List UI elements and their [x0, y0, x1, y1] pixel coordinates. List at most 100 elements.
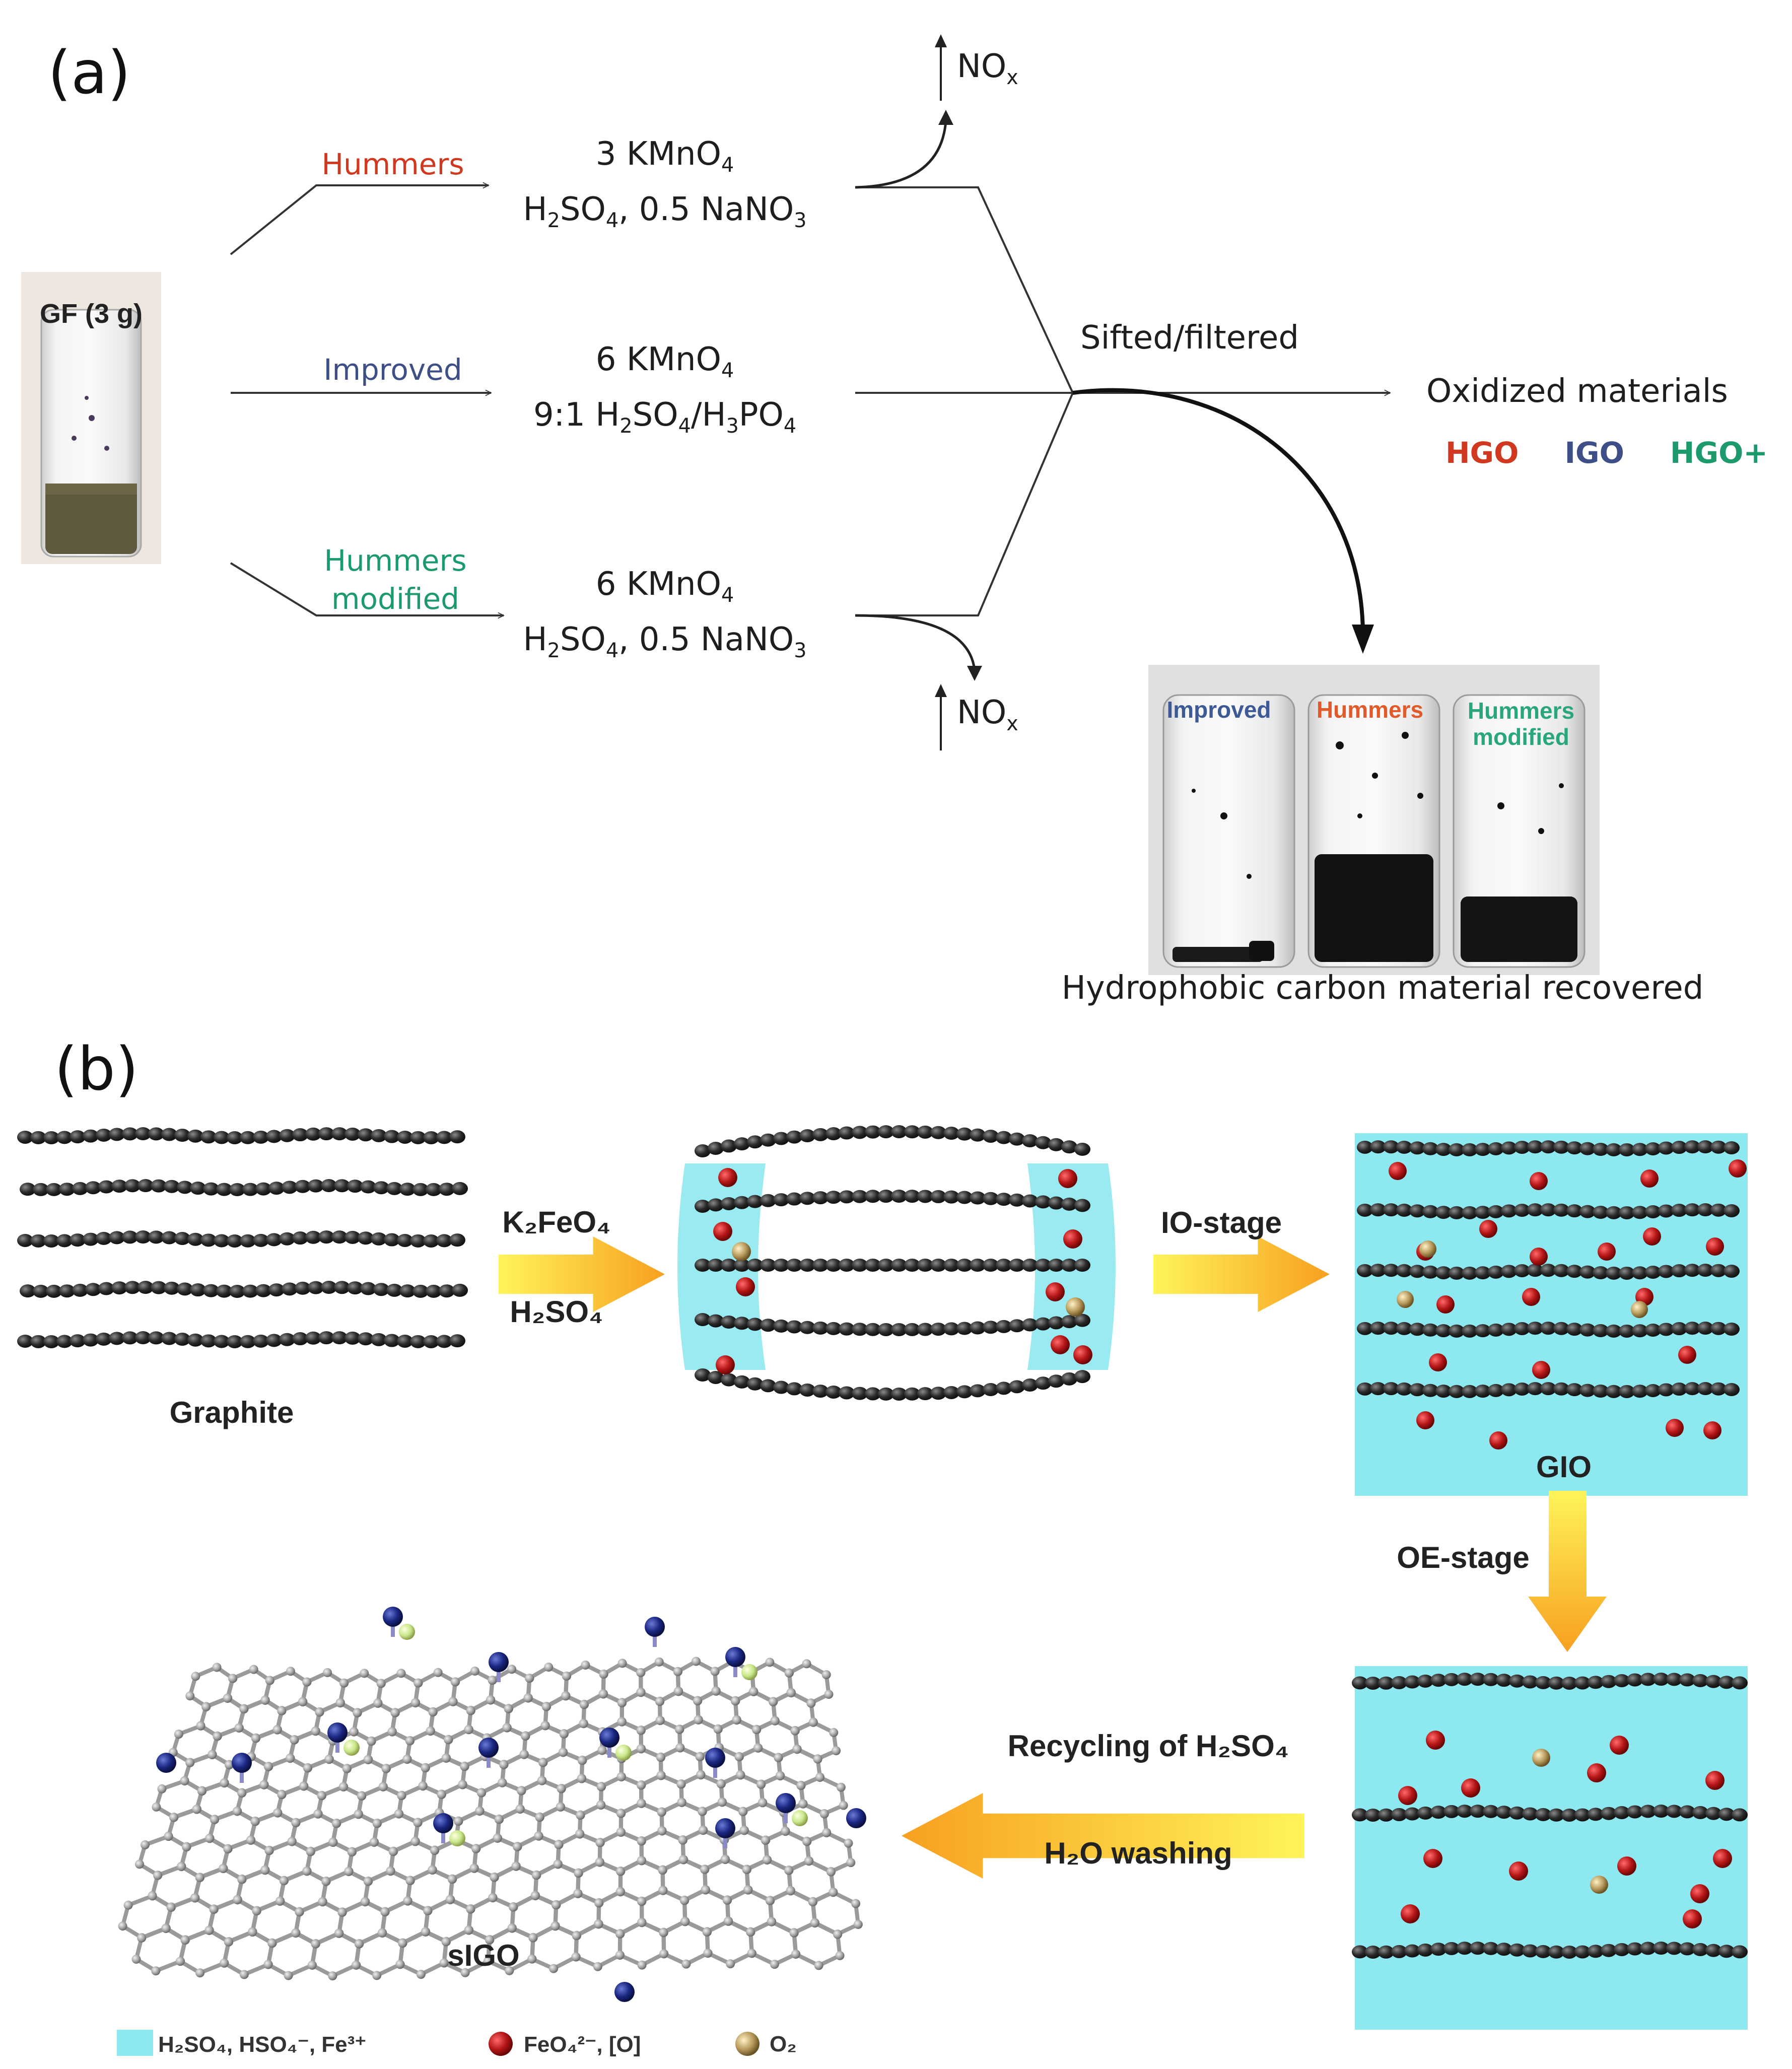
carbon-atom [384, 1334, 400, 1347]
carbon-atom [1404, 1807, 1420, 1821]
carbon-atom [1365, 1808, 1381, 1822]
carbon-atom [824, 1690, 834, 1699]
gio-layer [1357, 1322, 1740, 1338]
carbon-atom [1061, 1259, 1077, 1272]
carbon-atom [825, 1322, 842, 1335]
carbon-atom [214, 1131, 230, 1144]
carbon-atom [1619, 1324, 1635, 1338]
carbon-atom [1671, 1264, 1687, 1278]
carbon-atom [1383, 1322, 1399, 1335]
carbon-atom [1593, 1205, 1609, 1219]
carbon-atom [1548, 1945, 1564, 1959]
carbon-atom [96, 1231, 112, 1245]
carbon-atom [799, 1321, 815, 1334]
carbon-atom [96, 1332, 112, 1346]
carbon-atom [597, 1746, 607, 1755]
carbon-atom [825, 1127, 842, 1141]
carbon-atom [786, 1688, 796, 1698]
gio-solution-box [1355, 1133, 1748, 1496]
carbon-atom [573, 1889, 583, 1898]
nitrogen-atom [705, 1748, 725, 1768]
carbon-atom [470, 1666, 479, 1676]
carbon-atom [1606, 1266, 1622, 1280]
carbon-atom [43, 1234, 59, 1248]
carbon-atom [109, 1128, 125, 1141]
carbon-atom [1640, 1673, 1656, 1686]
carbon-atom [357, 1791, 366, 1801]
arrow-step3 [1528, 1491, 1607, 1652]
carbon-atom [464, 1925, 473, 1935]
carbon-atom [1409, 1383, 1425, 1397]
carbon-atom [1724, 1322, 1740, 1336]
reagent-sub: 3 [794, 209, 807, 232]
carbon-atom [1718, 1808, 1735, 1821]
expanded-layer [1352, 1942, 1748, 1959]
carbon-atom [596, 1782, 606, 1791]
carbon-atom [1383, 1382, 1399, 1396]
carbon-atom [259, 1780, 269, 1789]
carbon-atom [1697, 1203, 1713, 1217]
carbon-atom [30, 1131, 46, 1144]
carbon-atom [418, 1781, 428, 1791]
carbon-atom [1035, 1317, 1051, 1331]
carbon-atom [1391, 1676, 1407, 1689]
carbon-atom [747, 1318, 763, 1331]
carbon-atom [1475, 1266, 1491, 1280]
carbon-atom [812, 1128, 829, 1141]
legend-swatch-oxidant [489, 2032, 513, 2056]
route-improved-name: Improved [323, 353, 462, 387]
carbon-atom [426, 1284, 442, 1298]
carbon-atom [708, 1198, 724, 1212]
carbon-atom [515, 1805, 525, 1814]
carbon-atom [1396, 1203, 1412, 1217]
carbon-atom [214, 1234, 230, 1248]
carbon-atom [454, 1817, 463, 1826]
carbon-atom [305, 1331, 321, 1345]
carbon-atom [1574, 1808, 1591, 1822]
carbon-atom [240, 1335, 256, 1348]
carbon-atom [1061, 1372, 1077, 1386]
carbon-atom [423, 1335, 439, 1348]
carbon-atom [182, 1842, 191, 1852]
carbon-atom [33, 1284, 49, 1298]
carbon-atom [164, 1281, 180, 1295]
carbon-atom [1645, 1205, 1661, 1218]
reagents-modified: 6 KMnO4 H2SO4, 0.5 NaNO3 [504, 562, 826, 673]
carbon-atom [659, 1949, 668, 1959]
carbon-atom [846, 1858, 856, 1868]
nitrogen-atom [725, 1647, 745, 1667]
carbon-atom [169, 1813, 179, 1822]
carbon-atom [399, 1183, 416, 1196]
carbon-atom [405, 1736, 415, 1746]
carbon-atom [1396, 1382, 1412, 1396]
carbon-atom [197, 1786, 206, 1796]
gio-label: GIO [1536, 1450, 1592, 1484]
carbon-atom [1475, 1143, 1491, 1156]
oxidant-ion [1509, 1861, 1528, 1881]
hex-ring [748, 1919, 798, 1967]
carbon-atom [930, 1259, 946, 1272]
carbon-atom [213, 1732, 222, 1741]
gio-layer [1357, 1382, 1740, 1398]
carbon-atom [799, 1383, 815, 1397]
reagent-part: SO [560, 620, 606, 658]
carbon-atom [773, 1132, 789, 1145]
carbon-atom [677, 1798, 686, 1807]
oxidant-ion [1587, 1763, 1606, 1782]
carbon-atom [507, 1923, 517, 1933]
nitrogen-atom [327, 1722, 348, 1743]
carbon-atom [594, 1919, 603, 1929]
carbon-atom [1488, 1384, 1504, 1397]
carbon-atom [190, 1893, 200, 1903]
carbon-atom [1501, 1204, 1517, 1218]
carbon-atom [279, 1333, 295, 1346]
carbon-atom [505, 1966, 514, 1975]
carbon-atom [637, 1960, 647, 1970]
carbon-atom [233, 1895, 242, 1905]
sulfur-atom [399, 1624, 415, 1640]
carbon-atom [825, 1259, 842, 1272]
carbon-atom [17, 1130, 33, 1144]
carbon-atom [412, 1284, 429, 1298]
carbon-atom [195, 1968, 205, 1978]
carbon-atom [675, 1725, 684, 1734]
